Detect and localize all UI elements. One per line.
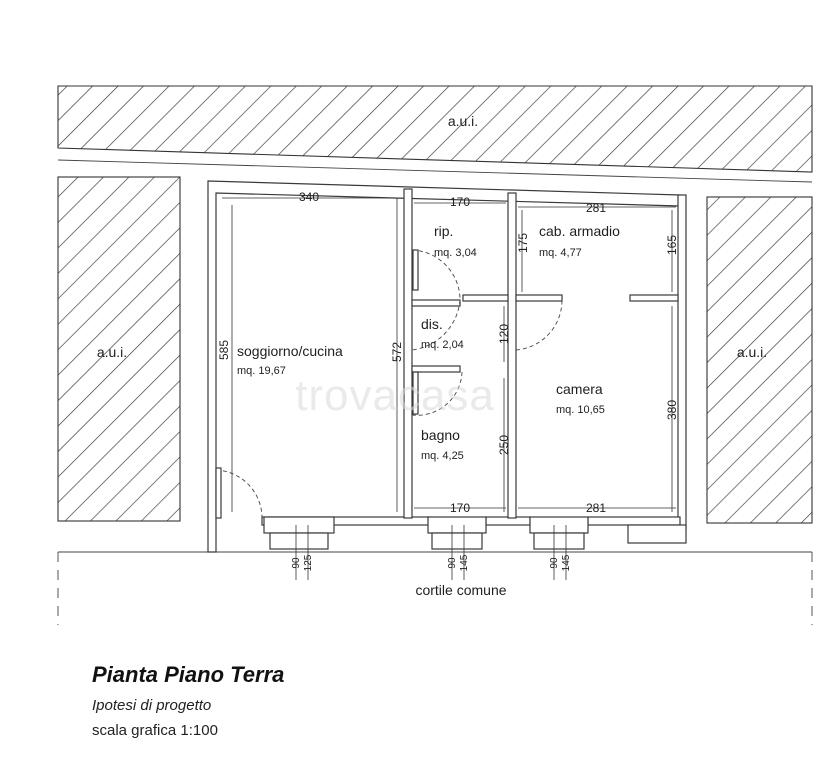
room-cabina-name: cab. armadio — [539, 223, 620, 239]
room-rip-area: mq. 3,04 — [434, 247, 477, 259]
dim-bottom-mid: 170 — [450, 501, 470, 515]
room-soggiorno-area: mq. 19,67 — [237, 365, 286, 377]
dim-v-cabina-right: 165 — [665, 235, 679, 255]
dim-v-left-corridor: 572 — [390, 342, 404, 362]
dim-window-1-sill: 90 — [291, 557, 302, 569]
plan-title: Pianta Piano Terra — [92, 662, 285, 687]
neighbour-unit-left — [57, 176, 181, 522]
room-rip-name: rip. — [434, 223, 453, 239]
dim-top-left: 340 — [299, 190, 319, 204]
room-dis-name: dis. — [421, 316, 443, 332]
dim-top-right: 281 — [586, 201, 606, 215]
dim-v-camera: 380 — [665, 400, 679, 420]
neighbour-unit-top — [57, 85, 813, 173]
plan-scale: scala grafica 1:100 — [92, 722, 218, 739]
label-aui-left: a.u.i. — [97, 344, 127, 360]
watermark: trovacasa — [295, 371, 495, 420]
room-bagno-name: bagno — [421, 427, 460, 443]
dim-bottom-right: 281 — [586, 501, 606, 515]
plan-subtitle: Ipotesi di progetto — [92, 697, 212, 714]
room-dis-area: mq. 2,04 — [421, 339, 464, 351]
dim-v-cabina-left: 175 — [516, 233, 530, 253]
dim-v-soggiorno: 585 — [217, 340, 231, 360]
dimension-lines — [222, 197, 676, 580]
dim-v-dis: 120 — [497, 324, 511, 344]
site-line-top — [57, 159, 813, 183]
dim-top-mid: 170 — [450, 195, 470, 209]
walls — [207, 180, 687, 553]
label-aui-top: a.u.i. — [448, 113, 478, 129]
dim-window-2-height: 145 — [459, 554, 470, 571]
label-aui-right: a.u.i. — [737, 344, 767, 360]
dim-window-1-height: 125 — [303, 554, 314, 571]
dim-window-3-height: 145 — [561, 554, 572, 571]
dim-window-2-sill: 90 — [447, 557, 458, 569]
doors — [215, 249, 563, 519]
room-bagno-area: mq. 4,25 — [421, 450, 464, 462]
dim-v-bagno: 250 — [497, 435, 511, 455]
dim-window-3-sill: 90 — [549, 557, 560, 569]
room-camera-area: mq. 10,65 — [556, 404, 605, 416]
label-courtyard: cortile comune — [415, 582, 506, 598]
neighbour-unit-right — [706, 196, 813, 524]
room-cabina-area: mq. 4,77 — [539, 247, 582, 259]
room-camera-name: camera — [556, 381, 603, 397]
room-soggiorno-name: soggiorno/cucina — [237, 343, 343, 359]
